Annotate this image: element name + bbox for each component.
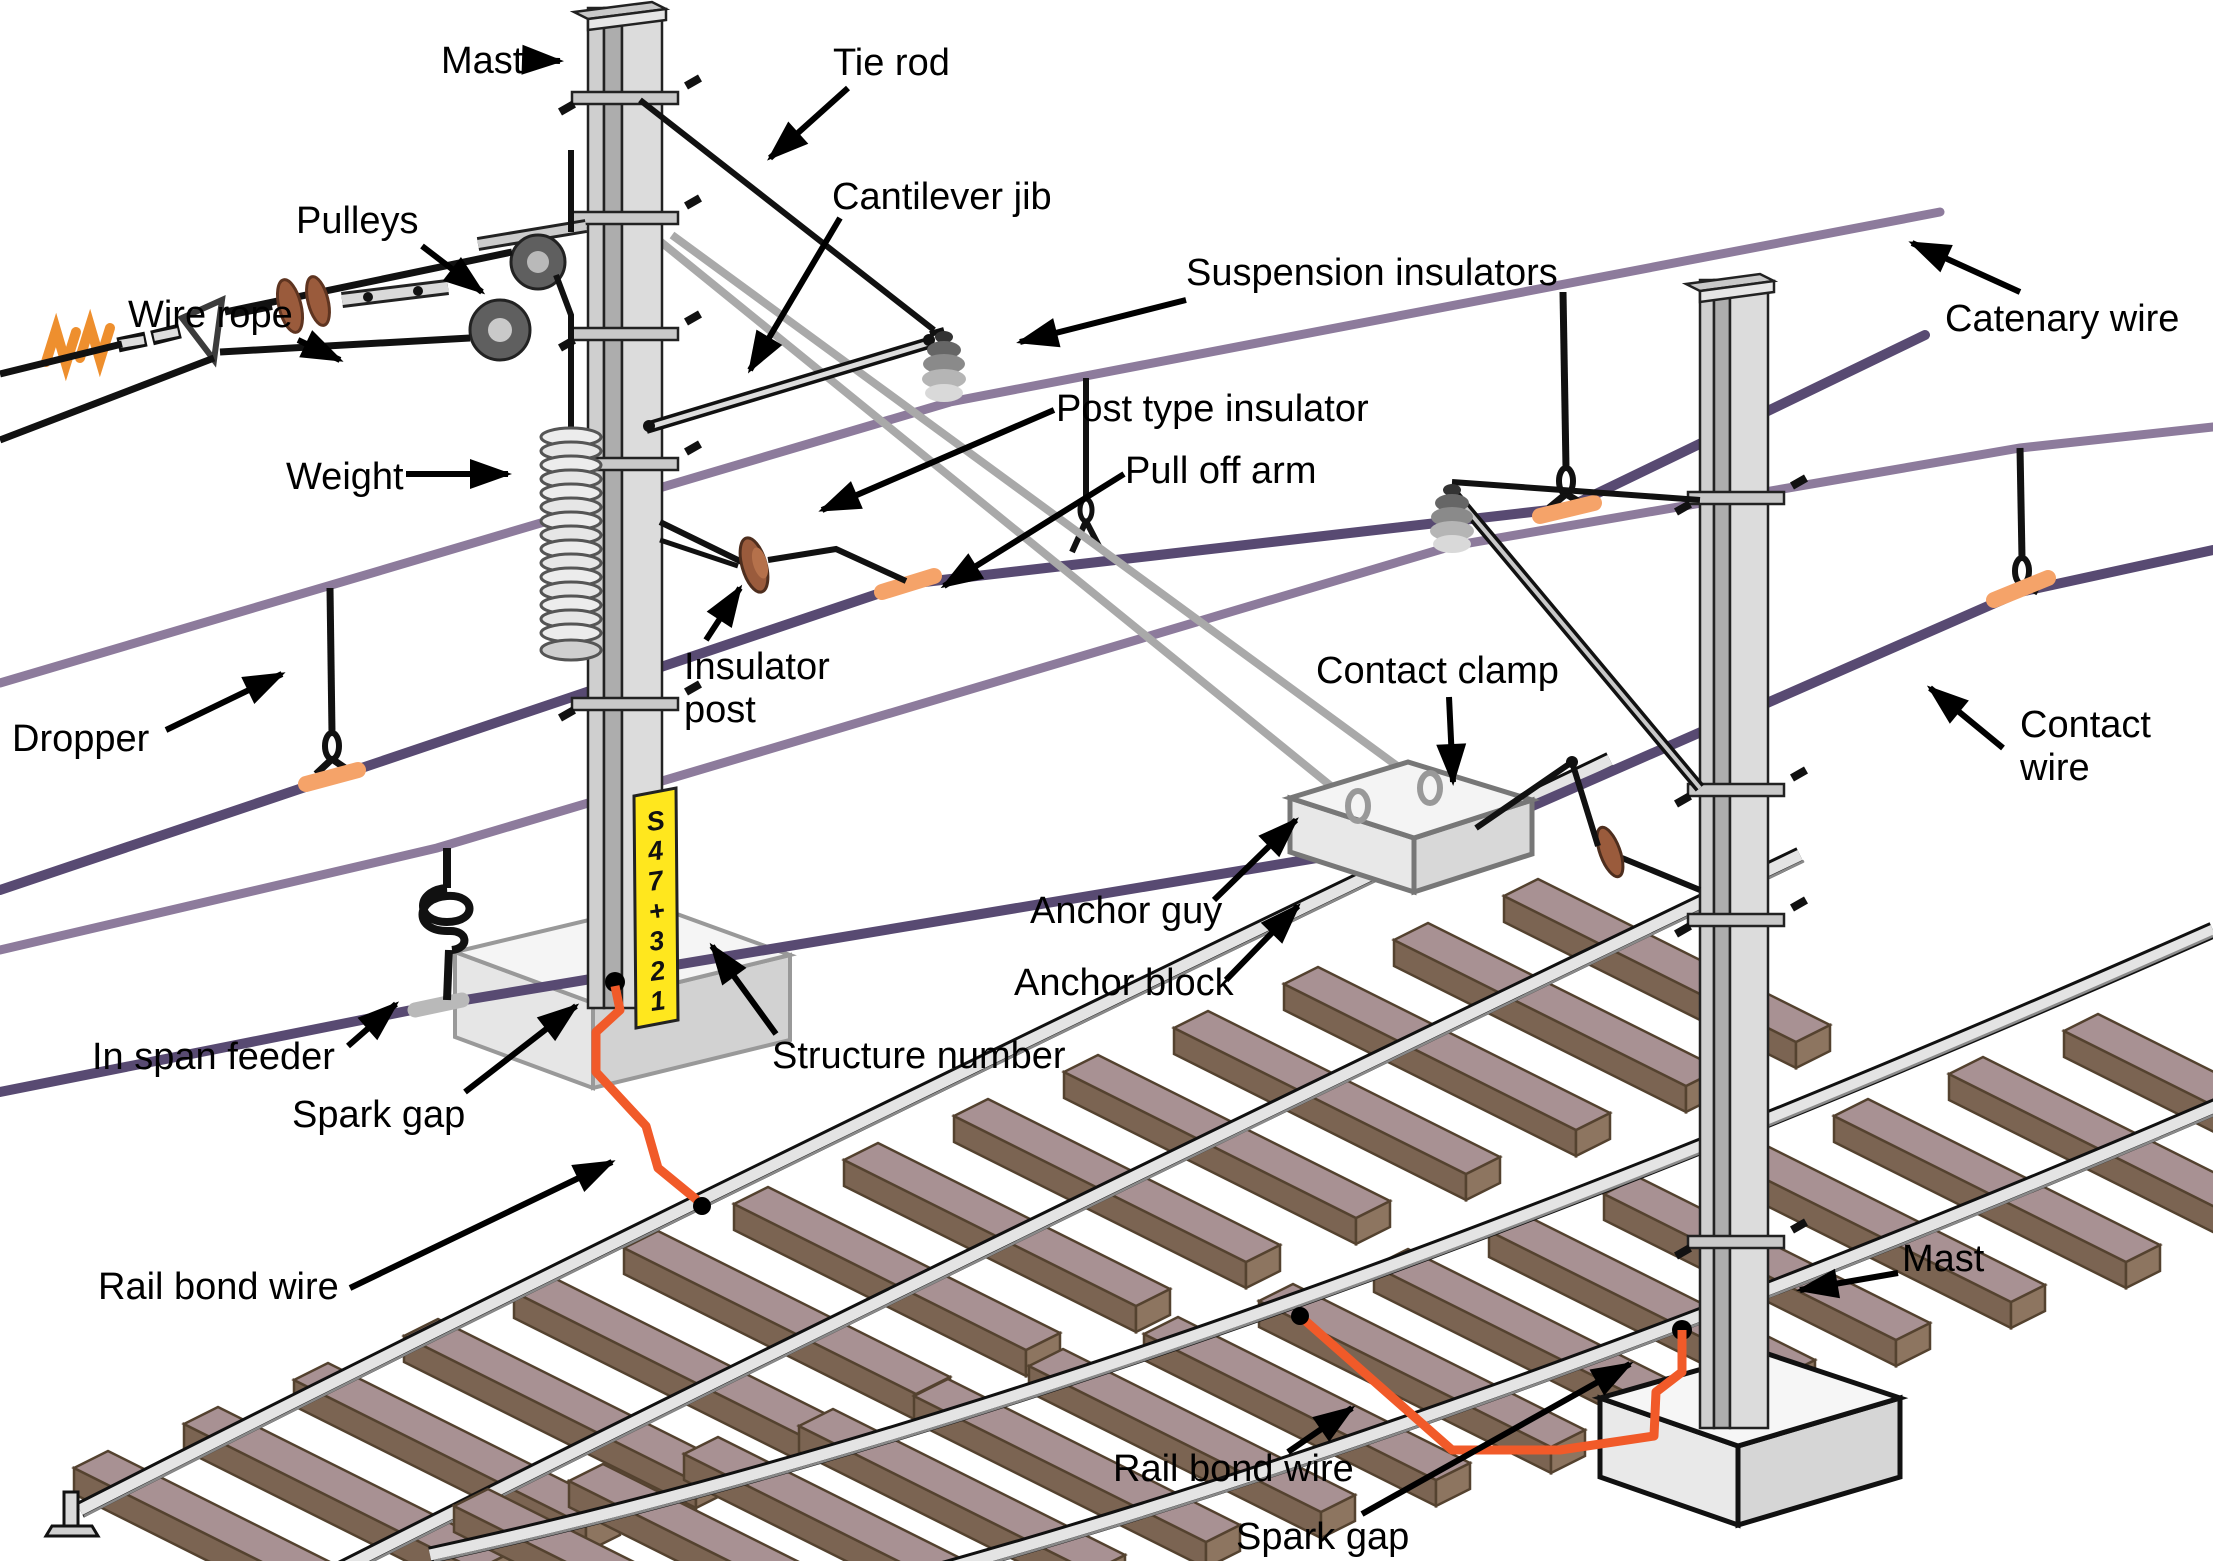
arrow-anchor-guy xyxy=(1211,817,1299,903)
label-rail-bond-wire-right: Rail bond wire xyxy=(1113,1448,1354,1490)
arrow-insulator-post xyxy=(703,584,743,642)
helical-anchor-grip xyxy=(75,308,115,378)
label-mast-top: Mast xyxy=(441,40,524,82)
arrow-wire-rope xyxy=(296,330,344,363)
cantilever-jib-bar xyxy=(643,334,935,434)
label-suspension-insulators: Suspension insulators xyxy=(1186,252,1558,294)
dropper-far-right xyxy=(1546,291,1585,511)
arrow-mast-top xyxy=(521,44,564,75)
arrow-suspension-insulators xyxy=(1016,297,1187,348)
weight-stack xyxy=(539,426,603,662)
pull-off-arm-right xyxy=(1474,756,1702,893)
mast-right xyxy=(1672,272,1808,1430)
arrow-contact-clamp xyxy=(1436,696,1467,786)
arrow-spark-gap-left xyxy=(463,1003,580,1095)
dropper-near-left xyxy=(313,587,350,777)
spark-gap-dot-left xyxy=(605,972,625,992)
svg-text:S: S xyxy=(645,805,667,837)
rail-bond-wire-right-path xyxy=(1291,1307,1687,1455)
label-contact-wire: Contact wire xyxy=(2020,704,2151,789)
tie-rod-bar-right xyxy=(1451,479,1701,503)
label-cantilever-jib: Cantilever jib xyxy=(832,176,1052,218)
label-rail-bond-wire-left: Rail bond wire xyxy=(98,1266,339,1308)
label-pull-off-arm: Pull off arm xyxy=(1125,450,1317,492)
helical-anchor-grip xyxy=(41,312,81,382)
label-wire-rope: Wire rope xyxy=(128,294,293,336)
far-contact-wire xyxy=(0,330,1930,895)
label-dropper: Dropper xyxy=(12,718,150,760)
dropper-near-right xyxy=(2003,447,2040,599)
rail-bond-dot-right xyxy=(1291,1307,1309,1325)
label-anchor-block: Anchor block xyxy=(1014,962,1234,1004)
cantilever-jib-bar-right xyxy=(1450,491,1705,792)
label-catenary-wire: Catenary wire xyxy=(1945,298,2180,340)
arrow-pull-off-arm xyxy=(940,471,1126,589)
track-left-rails xyxy=(43,752,1805,1561)
track-right-rails xyxy=(428,922,2213,1561)
arrow-rail-bond-right xyxy=(1286,1405,1356,1455)
section-insulator-piece xyxy=(407,992,470,1018)
rail-bond-wire-left-path xyxy=(591,985,711,1215)
in-span-feeder-coil xyxy=(418,848,474,1001)
arrow-in-span-feeder xyxy=(346,1001,400,1049)
label-mast-right: Mast xyxy=(1902,1238,1985,1280)
svg-text:3: 3 xyxy=(647,925,666,957)
label-contact-clamp: Contact clamp xyxy=(1316,650,1559,692)
post-type-insulator-assembly xyxy=(658,519,908,594)
suspension-insulator-left xyxy=(922,327,966,402)
suspension-insulator-right xyxy=(1430,484,1474,553)
rail-bond-dot-left xyxy=(693,1197,711,1215)
svg-text:4: 4 xyxy=(645,835,665,867)
arrow-anchor-block xyxy=(1223,903,1301,983)
arrow-mast-right xyxy=(1796,1268,1899,1299)
pulley-assembly xyxy=(468,219,588,362)
structure-number-chars: S 4 7 + 3 2 1 xyxy=(645,805,668,1017)
label-spark-gap-right: Spark gap xyxy=(1236,1516,1410,1558)
structure-number-plate xyxy=(632,786,680,1030)
arrow-spark-gap-right xyxy=(1360,1361,1634,1517)
anchor-block xyxy=(1281,759,1541,896)
label-spark-gap-left: Spark gap xyxy=(292,1094,466,1136)
label-in-span-feeder: In span feeder xyxy=(92,1036,335,1078)
label-post-type-insulator: Post type insulator xyxy=(1056,388,1369,430)
annotation-arrows xyxy=(164,44,2022,1517)
tension-anchor-assembly xyxy=(0,275,449,444)
svg-text:1: 1 xyxy=(648,985,667,1017)
label-tie-rod: Tie rod xyxy=(833,42,950,84)
arrow-contact-wire xyxy=(1926,685,2005,751)
svg-text:7: 7 xyxy=(646,865,667,897)
label-structure-number: Structure number xyxy=(772,1035,1066,1077)
rail-end-profile xyxy=(43,1490,101,1538)
far-catenary-wire xyxy=(0,207,1945,688)
svg-text:2: 2 xyxy=(647,955,667,987)
tie-rod-bar xyxy=(638,97,936,333)
arrow-structure-number xyxy=(709,942,779,1036)
anchor-guys xyxy=(637,221,1433,812)
arrow-pulleys xyxy=(420,243,486,295)
label-pulleys: Pulleys xyxy=(296,200,419,242)
mast-left xyxy=(558,0,702,1030)
label-weight: Weight xyxy=(286,456,404,498)
arrow-cantilever-jib xyxy=(747,216,843,374)
arrow-dropper xyxy=(164,671,286,733)
arrow-tie-rod xyxy=(767,85,851,161)
arrow-post-type-insulator xyxy=(818,407,1056,513)
mast-right-bands xyxy=(1674,474,1808,1260)
arrow-catenary-wire xyxy=(1908,240,2022,295)
arrow-rail-bond-left xyxy=(348,1159,616,1291)
label-insulator-post: Insulator post xyxy=(684,646,830,731)
label-anchor-guy: Anchor guy xyxy=(1030,890,1223,932)
svg-text:+: + xyxy=(647,895,667,927)
